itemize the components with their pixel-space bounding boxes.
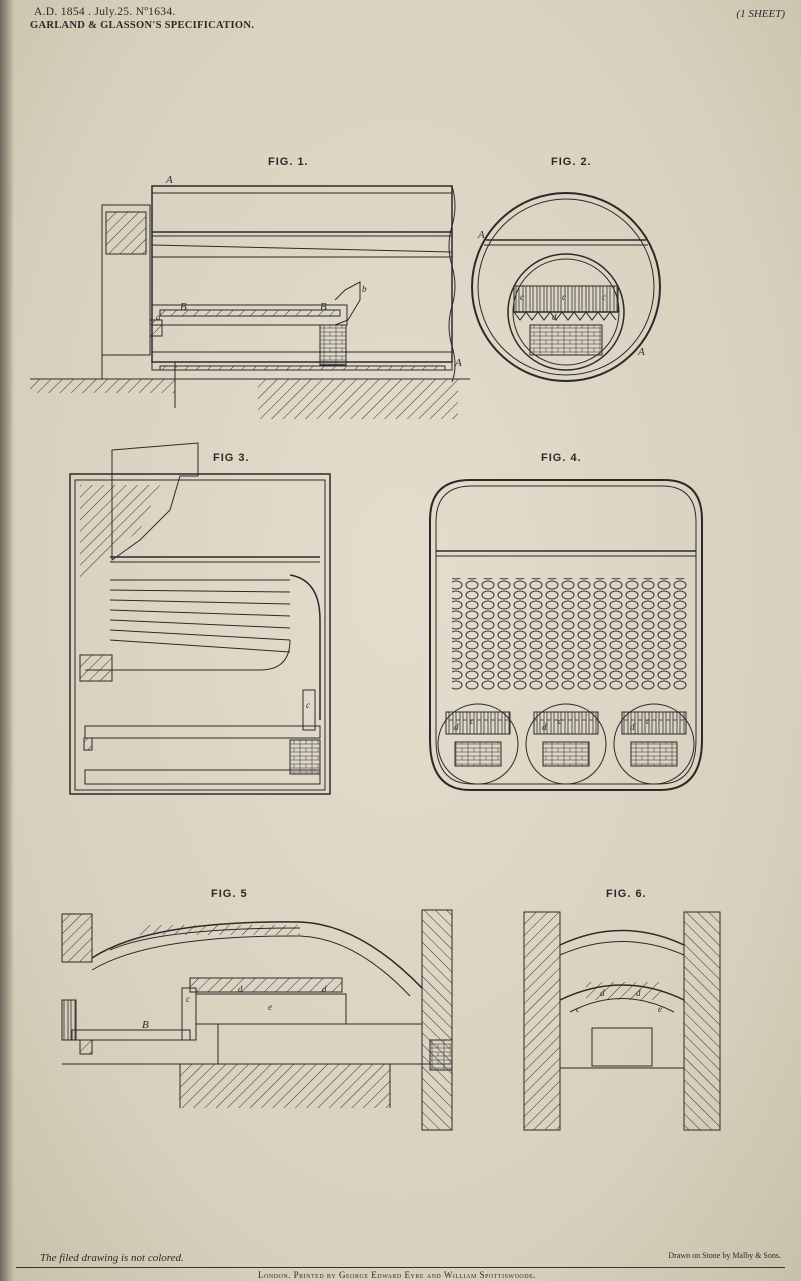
fig5-letter-B: B bbox=[142, 1019, 149, 1031]
fig6-label: FIG. 6. bbox=[606, 888, 647, 900]
fig1-letter-B2: B bbox=[320, 301, 327, 313]
fig5-letter-d: d bbox=[238, 984, 243, 994]
fig2-letter-A2: A bbox=[637, 346, 645, 358]
fig1-label: FIG. 1. bbox=[268, 156, 309, 168]
fig5-letter-d2: d bbox=[322, 984, 327, 994]
fig1-letter-A2: A bbox=[454, 357, 462, 369]
fig1-letter-b: b bbox=[362, 284, 367, 294]
binding-edge bbox=[0, 0, 14, 1281]
specification-title: GARLAND & GLASSON'S SPECIFICATION. bbox=[30, 20, 255, 31]
fig6-letter-d2: d bbox=[636, 988, 641, 998]
fig4-drawing bbox=[429, 479, 703, 791]
fig2-label: FIG. 2. bbox=[551, 156, 592, 168]
fig5-letter-e: e bbox=[268, 1002, 272, 1012]
fig4-letter-c2: c bbox=[558, 716, 562, 726]
drawn-by-credit: Drawn on Stone by Malby & Sons. bbox=[668, 1251, 781, 1260]
fig4-letter-c1: c bbox=[470, 716, 474, 726]
fig2-letter-d: d bbox=[552, 312, 557, 322]
fig6-drawing bbox=[523, 911, 721, 1131]
fig1-letter-a: a bbox=[156, 312, 161, 322]
fig3-letter-c: c bbox=[306, 700, 310, 710]
fig2-letter-c2: c bbox=[562, 292, 566, 302]
fig6-letter-d: d bbox=[600, 988, 605, 998]
fig6-letter-e: e bbox=[658, 1004, 662, 1014]
fig4-letter-c3: c bbox=[646, 716, 650, 726]
sheet-label: (1 SHEET) bbox=[736, 8, 785, 20]
fig3-label: FIG 3. bbox=[213, 452, 250, 464]
fig2-letter-A: A bbox=[477, 229, 485, 241]
fig4-letter-d1: d bbox=[454, 722, 459, 732]
filing-note: The filed drawing is not colored. bbox=[40, 1252, 184, 1264]
fig3-drawing bbox=[69, 442, 331, 795]
fig5-label: FIG. 5 bbox=[211, 888, 248, 900]
fig2-letter-c3: c bbox=[602, 292, 606, 302]
fig4-letter-d3: d bbox=[630, 722, 635, 732]
fig5-letter-c: c bbox=[186, 994, 190, 1004]
fig1-drawing bbox=[30, 185, 470, 419]
fig1-letter-A: A bbox=[165, 174, 173, 186]
bottom-rule bbox=[16, 1267, 785, 1268]
fig5-drawing bbox=[61, 909, 453, 1131]
fig2-letter-c: c bbox=[520, 292, 524, 302]
fig4-label: FIG. 4. bbox=[541, 452, 582, 464]
fig6-letter-c: c bbox=[576, 1004, 580, 1014]
fig1-letter-B: B bbox=[180, 301, 187, 313]
fig2-drawing bbox=[471, 192, 661, 382]
printer-credit: London. Printed by George Edward Eyre an… bbox=[258, 1270, 536, 1280]
patent-reference: A.D. 1854 . July.25. Nº1634. bbox=[34, 6, 176, 18]
fig4-letter-d2: d bbox=[542, 722, 547, 732]
